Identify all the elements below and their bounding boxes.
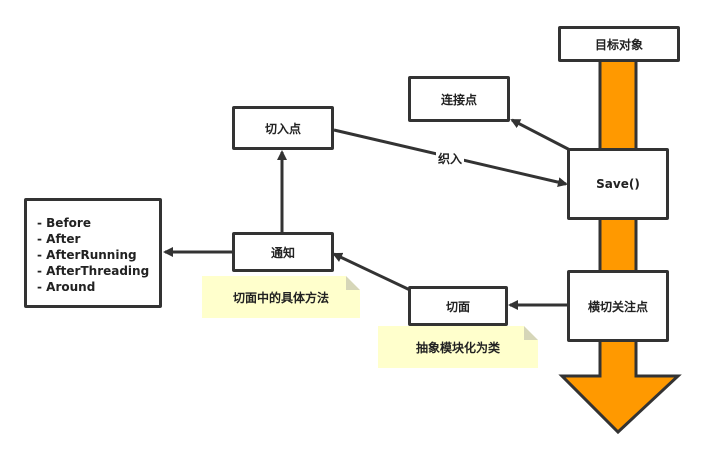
pointcut-label: 切入点 xyxy=(264,121,301,136)
join-point-box: 连接点 xyxy=(408,76,510,122)
pointcut-box: 切入点 xyxy=(232,106,334,150)
edge-aspect-to-advice xyxy=(332,252,411,292)
advice-type-item: - After xyxy=(37,232,81,246)
cross-cutting-box: 横切关注点 xyxy=(567,270,669,342)
aspect-label: 切面 xyxy=(445,299,470,314)
advice-types-box: - Before - After - AfterRunning - AfterT… xyxy=(24,198,162,308)
cross-cutting-label: 横切关注点 xyxy=(587,299,648,314)
weave-label: 织入 xyxy=(436,150,465,167)
advice-label: 通知 xyxy=(270,245,295,260)
method-label: Save() xyxy=(596,177,640,191)
target-object-box: 目标对象 xyxy=(558,26,680,62)
aspect-box: 切面 xyxy=(408,286,508,326)
advice-type-item: - Around xyxy=(37,280,96,294)
aspect-note-text: 抽象模块化为类 xyxy=(415,340,500,355)
join-point-label: 连接点 xyxy=(440,92,477,107)
advice-note: 切面中的具体方法 xyxy=(202,276,360,318)
advice-type-item: - AfterThreading xyxy=(37,264,150,278)
advice-type-item: - AfterRunning xyxy=(37,248,137,262)
target-object-label: 目标对象 xyxy=(594,37,643,52)
note-fold xyxy=(346,276,360,290)
note-fold xyxy=(524,326,538,340)
edge-method-to-joinpoint xyxy=(510,118,571,152)
advice-note-text: 切面中的具体方法 xyxy=(232,290,329,305)
advice-type-item: - Before xyxy=(37,216,91,230)
method-box: Save() xyxy=(567,148,669,220)
advice-box: 通知 xyxy=(232,232,334,272)
aspect-note: 抽象模块化为类 xyxy=(378,326,538,368)
flow-arrow xyxy=(558,58,682,435)
